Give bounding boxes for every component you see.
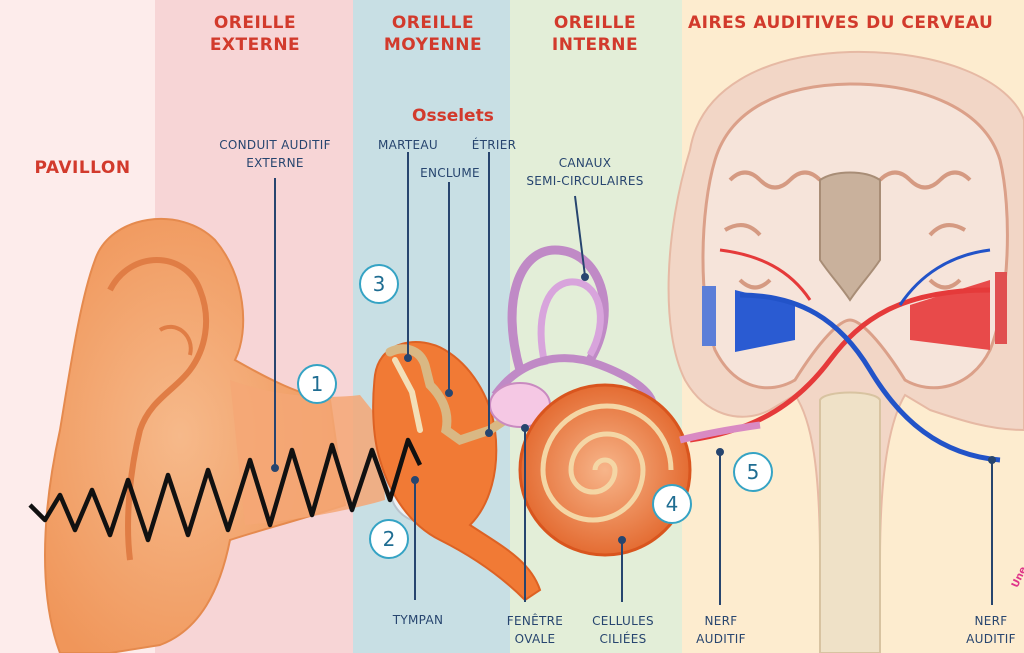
header-oreille-interne: OREILLE INTERNE xyxy=(551,13,639,55)
header-oreille-moyenne: OREILLE MOYENNE xyxy=(383,13,483,55)
step-number-2: 2 xyxy=(369,519,409,559)
step-number-4: 4 xyxy=(652,484,692,524)
header-aires-auditives: AIRES AUDITIVES DU CERVEAU xyxy=(688,13,994,33)
label-nerf-auditif-right: NERF AUDITIF xyxy=(966,614,1016,646)
header-pavillon: PAVILLON xyxy=(34,158,131,178)
label-canaux-semi-circulaires: CANAUX SEMI-CIRCULAIRES xyxy=(526,156,644,188)
header-oreille-externe: OREILLE EXTERNE xyxy=(209,13,301,55)
step-number-1: 1 xyxy=(297,364,337,404)
label-enclume: ENCLUME xyxy=(420,166,480,180)
label-tympan: TYMPAN xyxy=(392,613,444,627)
label-marteau: MARTEAU xyxy=(377,138,439,152)
step-number-5: 5 xyxy=(733,452,773,492)
leader-lines xyxy=(271,152,996,605)
label-conduit-auditif: CONDUIT AUDITIF EXTERNE xyxy=(219,138,331,170)
brain-drawing xyxy=(667,50,1024,653)
label-etrier: ÉTRIER xyxy=(471,138,517,152)
osselets-title: Osselets xyxy=(412,106,494,126)
step-number-3: 3 xyxy=(359,264,399,304)
label-cellules-ciliees: CELLULES CILIÉES xyxy=(592,614,654,646)
inner-ear-drawing xyxy=(489,245,761,557)
middle-ear-drawing xyxy=(372,341,542,602)
label-nerf-auditif-left: NERF AUDITIF xyxy=(696,614,746,646)
label-fenetre-ovale: FENÊTRE OVALE xyxy=(506,614,564,646)
sound-wave xyxy=(28,437,423,543)
outer-ear-drawing xyxy=(44,218,385,653)
